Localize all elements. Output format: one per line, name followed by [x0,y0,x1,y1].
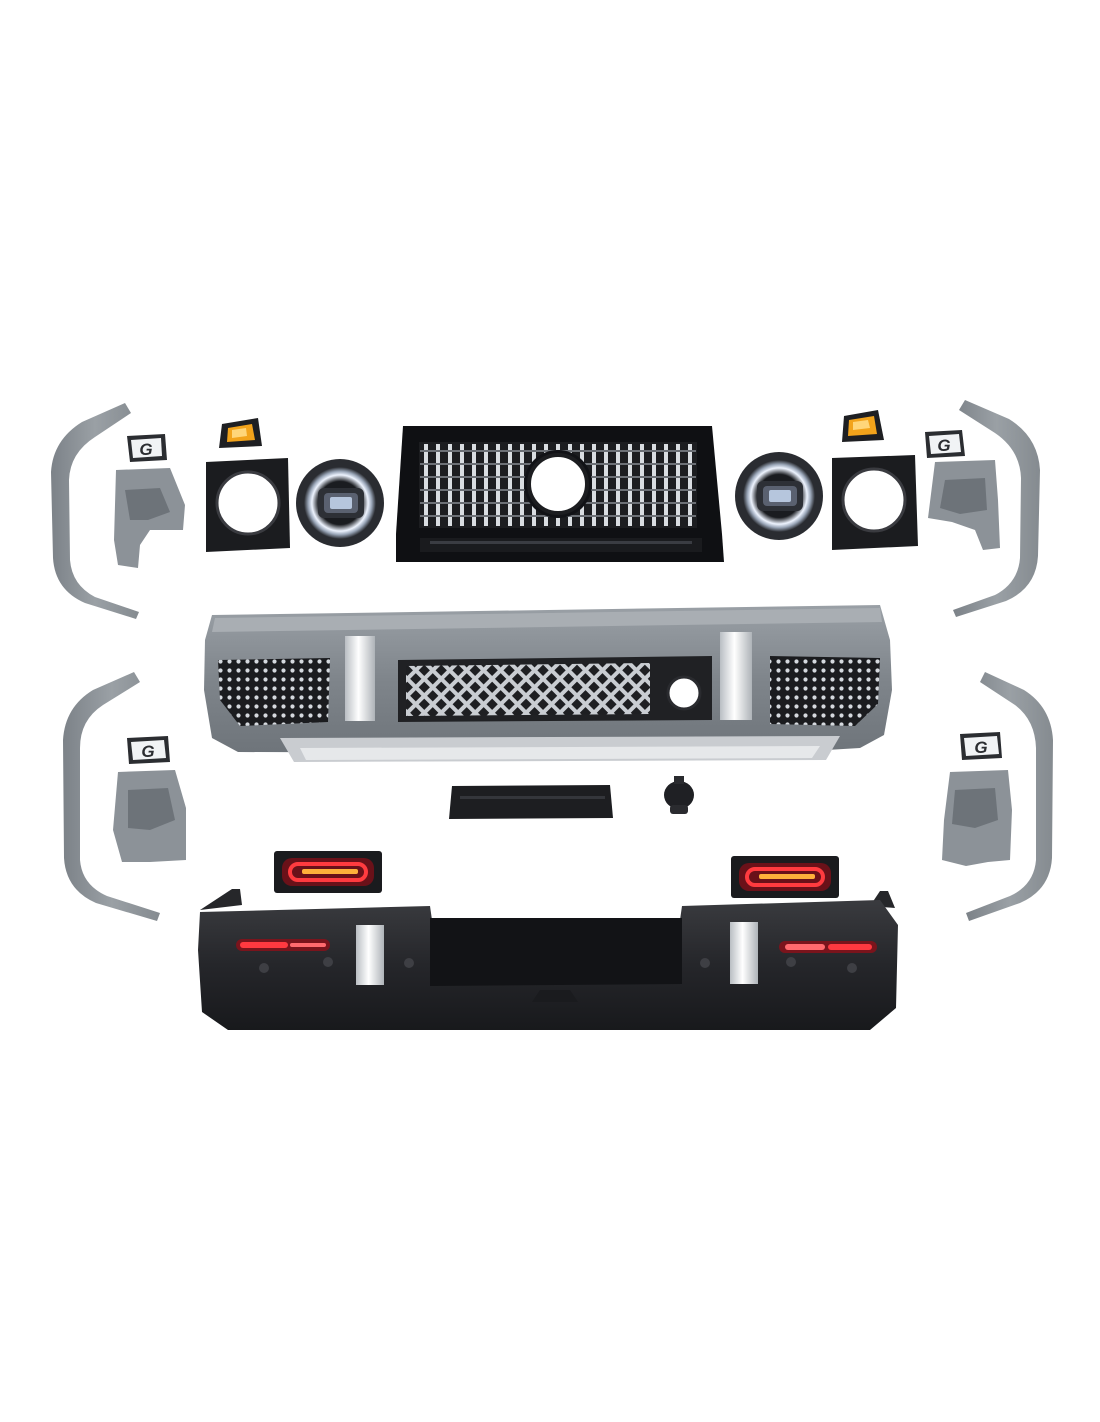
grille-bar [604,444,608,526]
indicator-lamp-right [842,410,884,442]
grille-bar [424,444,428,526]
grille-bar [472,444,476,526]
grille-bar [640,444,644,526]
badge-letter: G [141,742,154,761]
badge-letter: G [139,440,152,459]
grille-bar [508,444,512,526]
grille-bar [592,444,596,526]
g-badge-emblem: G [127,434,167,462]
g-badge-emblem: G [127,736,170,764]
fender-flare-front-left [51,403,139,619]
grille-bar [628,444,632,526]
grille-bar [484,444,488,526]
grille-bar [616,444,620,526]
grille-bar [436,444,440,526]
grille-bar [688,444,692,526]
grille-bar [520,444,524,526]
grille-bar [460,444,464,526]
led-tail-light-right [731,856,839,898]
led-tail-light-left [274,851,382,893]
front-bumper [204,605,892,762]
headlight-bezel-left [206,458,290,552]
grille-bar [652,444,656,526]
inner-bracket-front-left [114,468,185,568]
indicator-lamp-left [219,418,262,448]
headlight-bezel-right [832,455,918,550]
inner-bracket-front-right [928,460,1000,550]
led-headlight-right [735,452,823,540]
inner-bracket-rear-right [942,770,1012,866]
rear-bumper [198,889,898,1030]
grille-bar [676,444,680,526]
grille-bar [496,444,500,526]
led-headlight-left [296,459,384,547]
badge-letter: G [974,738,987,757]
g-badge-emblem: G [925,430,965,458]
license-plate-holder [449,785,613,819]
g-badge-emblem: G [960,732,1002,760]
front-grille [396,426,724,562]
inner-bracket-rear-left [113,770,186,862]
grille-bar [448,444,452,526]
grille-bar [664,444,668,526]
fog-lamp-plug [664,776,694,814]
badge-letter: G [937,436,950,455]
fender-flare-front-right [953,400,1040,617]
